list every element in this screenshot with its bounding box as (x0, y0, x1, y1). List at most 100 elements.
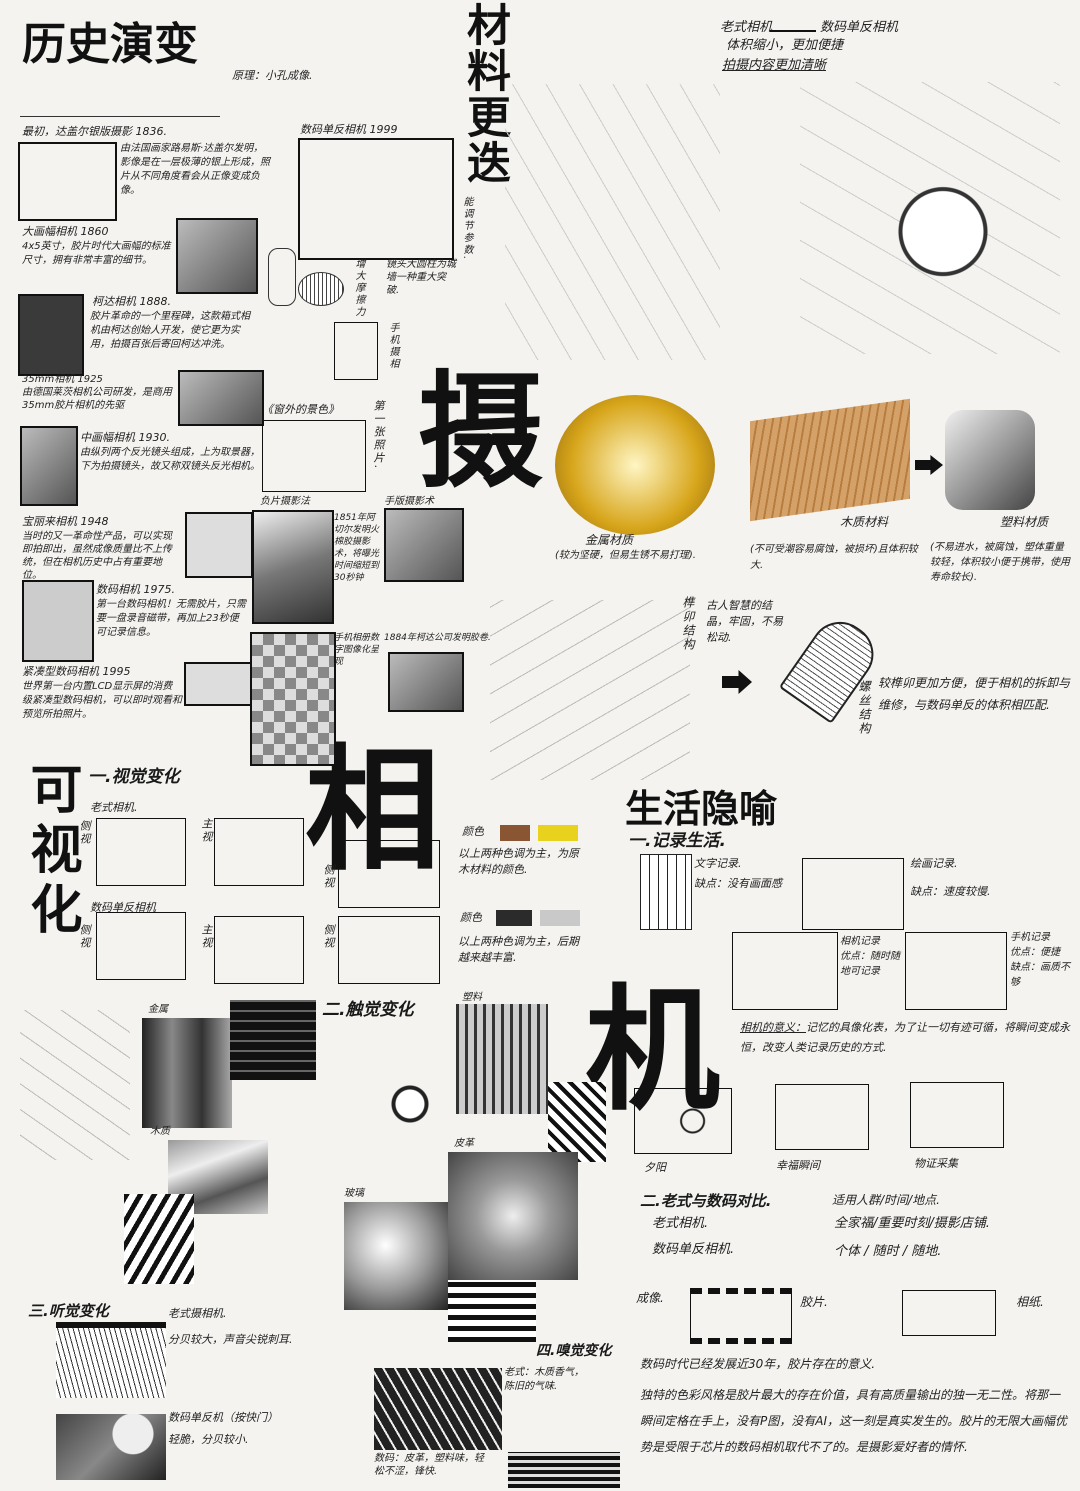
compare-old-label: 老式相机. (652, 1216, 709, 1231)
film-strip-sketch (690, 1288, 792, 1344)
color-swatch-gray (540, 910, 580, 926)
old-sound-desc: 分贝较大，声音尖锐刺耳. (168, 1333, 293, 1346)
digital-camera-label: 数码单反相机 (90, 901, 156, 914)
color-desc-2: 以上两种色调为主，后期越来越丰富. (458, 935, 579, 964)
dslr-perspective-sketch (800, 82, 1060, 354)
old-smell-desc: 老式：木质香气，陈旧的气味. (504, 1367, 584, 1392)
lens-note-2: 镜头大圆柱为城墙一种重大突破. (386, 259, 456, 296)
wood-label: 木质材料 (840, 515, 889, 529)
first-photo-label: 第一张照片. (372, 400, 385, 471)
evidence-sketch (910, 1082, 1004, 1148)
timeline-2-title: 大画幅相机 1860 (22, 225, 109, 238)
digital-1975-photo (22, 580, 94, 662)
soft-sound-texture (56, 1414, 166, 1480)
timeline-1-desc: 由法国画家路易斯·达盖尔发明，影像是在一层极薄的银上形成，照片从不同角度看会从正… (120, 143, 270, 196)
timeline-1-title: 最初，达盖尔银版摄影 1836. (22, 125, 167, 138)
compare-header: 适用人群/时间/地点. (832, 1193, 940, 1207)
metal-label: 金属材质 (585, 533, 634, 547)
daguerre-sketch (18, 142, 117, 221)
negative-title: 负片摄影法 (260, 496, 310, 507)
new-smell-texture (508, 1452, 620, 1488)
hand-shot-title: 手版摄影术 (384, 496, 434, 507)
record-life-heading: 一.记录生活. (628, 831, 726, 851)
phone-record-pro: 优点：便捷 (1010, 947, 1060, 958)
smell-change-heading: 四.嗅觉变化 (536, 1343, 612, 1359)
tlr-photo (20, 426, 78, 506)
new-sound-label: 数码单反机（按快门） (168, 1411, 278, 1424)
meaning-body: 记忆的具像化表，为了让一切有迹可循，将瞬间变成永恒，改变人类记录历史的方式. (740, 1021, 1070, 1054)
old-camera-perspective-sketch (505, 84, 720, 360)
negative-desc: 1851年阿切尔发明火棉胶摄影术，将曝光时间缩短到30秒钟 (334, 513, 380, 583)
sharp-sound-texture (56, 1322, 166, 1398)
plastic-label: 塑料材质 (1000, 515, 1049, 529)
front-view-label: 主视 (200, 818, 213, 844)
happy-moment-sketch (775, 1084, 869, 1150)
happy-moment-label: 幸福瞬间 (776, 1159, 820, 1172)
sunset-sketch (634, 1088, 732, 1154)
pixel-image (250, 632, 336, 766)
phone-sketch (334, 322, 378, 380)
materials-title: 材料更迭 (459, 2, 510, 186)
phone-record-sketch (905, 932, 1007, 1010)
big-char-she: 摄 (418, 359, 543, 505)
color-swatch-brown (500, 825, 530, 841)
principle-text: 原理：小孔成像. (232, 69, 313, 82)
wood-render (750, 398, 910, 522)
side-view-label: 侧视 (322, 924, 335, 950)
glass-texture (344, 1202, 448, 1310)
camera-record-sketch (732, 932, 838, 1010)
leica-photo (178, 370, 264, 426)
kodak-photo (18, 294, 84, 376)
color-desc-1: 以上两种色调为主，为原木材料的颜色. (458, 847, 579, 876)
old-sound-label: 老式摄相机. (168, 1307, 227, 1320)
color-label: 颜色 (462, 825, 484, 838)
side-view-label: 侧视 (78, 924, 91, 950)
digital-side-view-sketch (96, 912, 186, 980)
timeline-4-title: 35mm相机 1925 (22, 374, 103, 385)
timeline-3-desc: 胶片革命的一个里程碑，这款箱式相机由柯达创始人开发，使它更为实用，拍摄百张后寄回… (90, 311, 250, 350)
wood-desc: (不可受潮容易腐蚀，被损坏)且体积较大. (750, 544, 918, 571)
top-desc-2: 拍摄内容更加清晰 (722, 58, 827, 73)
closing-paragraph: 独特的色彩风格是胶片最大的存在价值，具有高质量输出的独一无二性。将那一瞬间定格在… (640, 1388, 1067, 1454)
new-camera-label: 数码单反相机 (820, 20, 899, 35)
metal-desc: (较为坚硬，但易生锈不易打理). (555, 550, 696, 561)
camera-record-text: 相机记录优点：随时随地可记录 (840, 934, 902, 979)
timeline-4-desc: 由德国莱茨相机公司研发，是商用35mm胶片相机的先驱 (22, 387, 172, 411)
old-side-view-sketch (96, 818, 186, 886)
photo-paper-sketch (902, 1290, 996, 1336)
hand-shot-photo (384, 508, 464, 582)
color-photo-title: 《窗外的景色》 (262, 403, 339, 416)
compact-photo (184, 662, 252, 706)
timeline-6-desc: 当时的又一革命性产品，可以实现即拍即出，虽然成像质量比不上传统，但在相机历史中占… (22, 531, 172, 581)
touch-change-heading: 二.触觉变化 (322, 1000, 414, 1020)
negative-photo (252, 510, 334, 624)
leather-texture-label: 皮革 (454, 1138, 474, 1149)
branch-texture (124, 1194, 194, 1284)
side-view-label: 侧视 (322, 864, 335, 890)
phone-record-text: 手机记录优点：便捷缺点：画质不够 (1010, 930, 1076, 990)
timeline-7-title: 数码相机 1975. (96, 583, 175, 596)
pinhole-sketch (20, 68, 220, 117)
timeline-6-title: 宝丽来相机 1948 (22, 515, 109, 528)
old-front-view-sketch (214, 818, 304, 886)
lens-note-1: 增大摩擦力 (353, 258, 364, 318)
meaning-label: 相机的意义： (740, 1021, 806, 1034)
visual-title: 可视化 (21, 762, 82, 942)
phone-record-con: 缺点：画质不够 (1010, 962, 1070, 988)
polaroid-photo (185, 512, 253, 578)
timeline-8-title: 紧凑型数码相机 1995 (22, 665, 131, 678)
drawing-record-sketch (802, 858, 904, 930)
arrow-right-icon (722, 670, 752, 694)
compare-new-row: 个体 / 随时 / 随地. (834, 1244, 942, 1259)
metal-texture (142, 1018, 232, 1128)
wood-texture-label: 木质 (150, 1126, 170, 1137)
imaging-label: 成像. (636, 1291, 664, 1305)
mortise-sketch (490, 600, 690, 780)
visual-change-heading: 一.视觉变化 (88, 767, 180, 787)
text-record-con: 缺点：没有画面感 (694, 877, 782, 890)
large-format-photo (176, 218, 258, 294)
metal-texture-label: 金属 (148, 1004, 168, 1015)
top-desc-1: 体积缩小，更加便捷 (726, 38, 844, 53)
old-smell-texture (374, 1368, 502, 1450)
color-photo-frame (262, 420, 366, 492)
